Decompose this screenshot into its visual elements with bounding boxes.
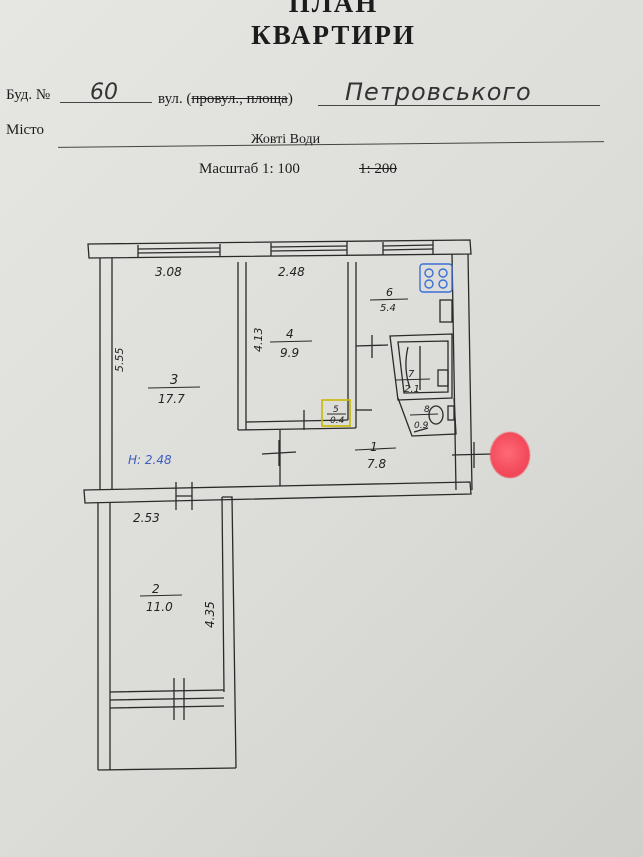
room-5-area: 0.4 <box>330 416 345 426</box>
room-8-number: 8 <box>424 405 430 415</box>
street-label: вул. (провул., площа) <box>158 91 293 107</box>
room-1-area: 7.8 <box>367 457 386 471</box>
room-2-number: 2 <box>152 582 160 596</box>
dim-room4-width: 2.48 <box>278 265 305 279</box>
scale-struck: 1: 200 <box>359 161 397 177</box>
room-8-area: 0.9 <box>414 421 429 431</box>
document-title-line2: КВАРТИРИ <box>251 20 416 50</box>
room-7-area: 2.1 <box>404 384 420 395</box>
room-2-area: 11.0 <box>146 600 173 614</box>
room-4-number: 4 <box>286 327 294 341</box>
document-title-line1: ПЛАН <box>288 0 379 18</box>
dim-room3-height: 5.55 <box>113 348 126 373</box>
street-underline <box>318 105 600 106</box>
building-number: 60 <box>90 80 118 105</box>
dim-room2-width: 2.53 <box>133 511 160 525</box>
room-3-area: 17.7 <box>158 392 185 406</box>
room-5-number: 5 <box>333 405 339 415</box>
room-4-area: 9.9 <box>280 346 299 360</box>
room-7-number: 7 <box>408 369 415 380</box>
ceiling-height: Н: 2.48 <box>128 453 172 467</box>
city-name: Жовті Води <box>251 132 321 147</box>
room-6-area: 5.4 <box>380 303 396 314</box>
scale-label: Масштаб 1: 100 <box>199 161 300 177</box>
building-label: Буд. № <box>6 87 51 103</box>
room-6-number: 6 <box>386 286 393 299</box>
street-name: Петровського <box>345 78 532 106</box>
dim-room3-width: 3.08 <box>155 265 182 279</box>
room-1-number: 1 <box>370 440 378 454</box>
dim-room4-height: 4.13 <box>252 328 265 353</box>
city-label: Місто <box>6 122 45 138</box>
dim-room2-height: 4.35 <box>203 601 217 628</box>
building-underline <box>60 102 152 103</box>
room-3-number: 3 <box>170 373 178 388</box>
red-marker-dot <box>490 432 530 478</box>
